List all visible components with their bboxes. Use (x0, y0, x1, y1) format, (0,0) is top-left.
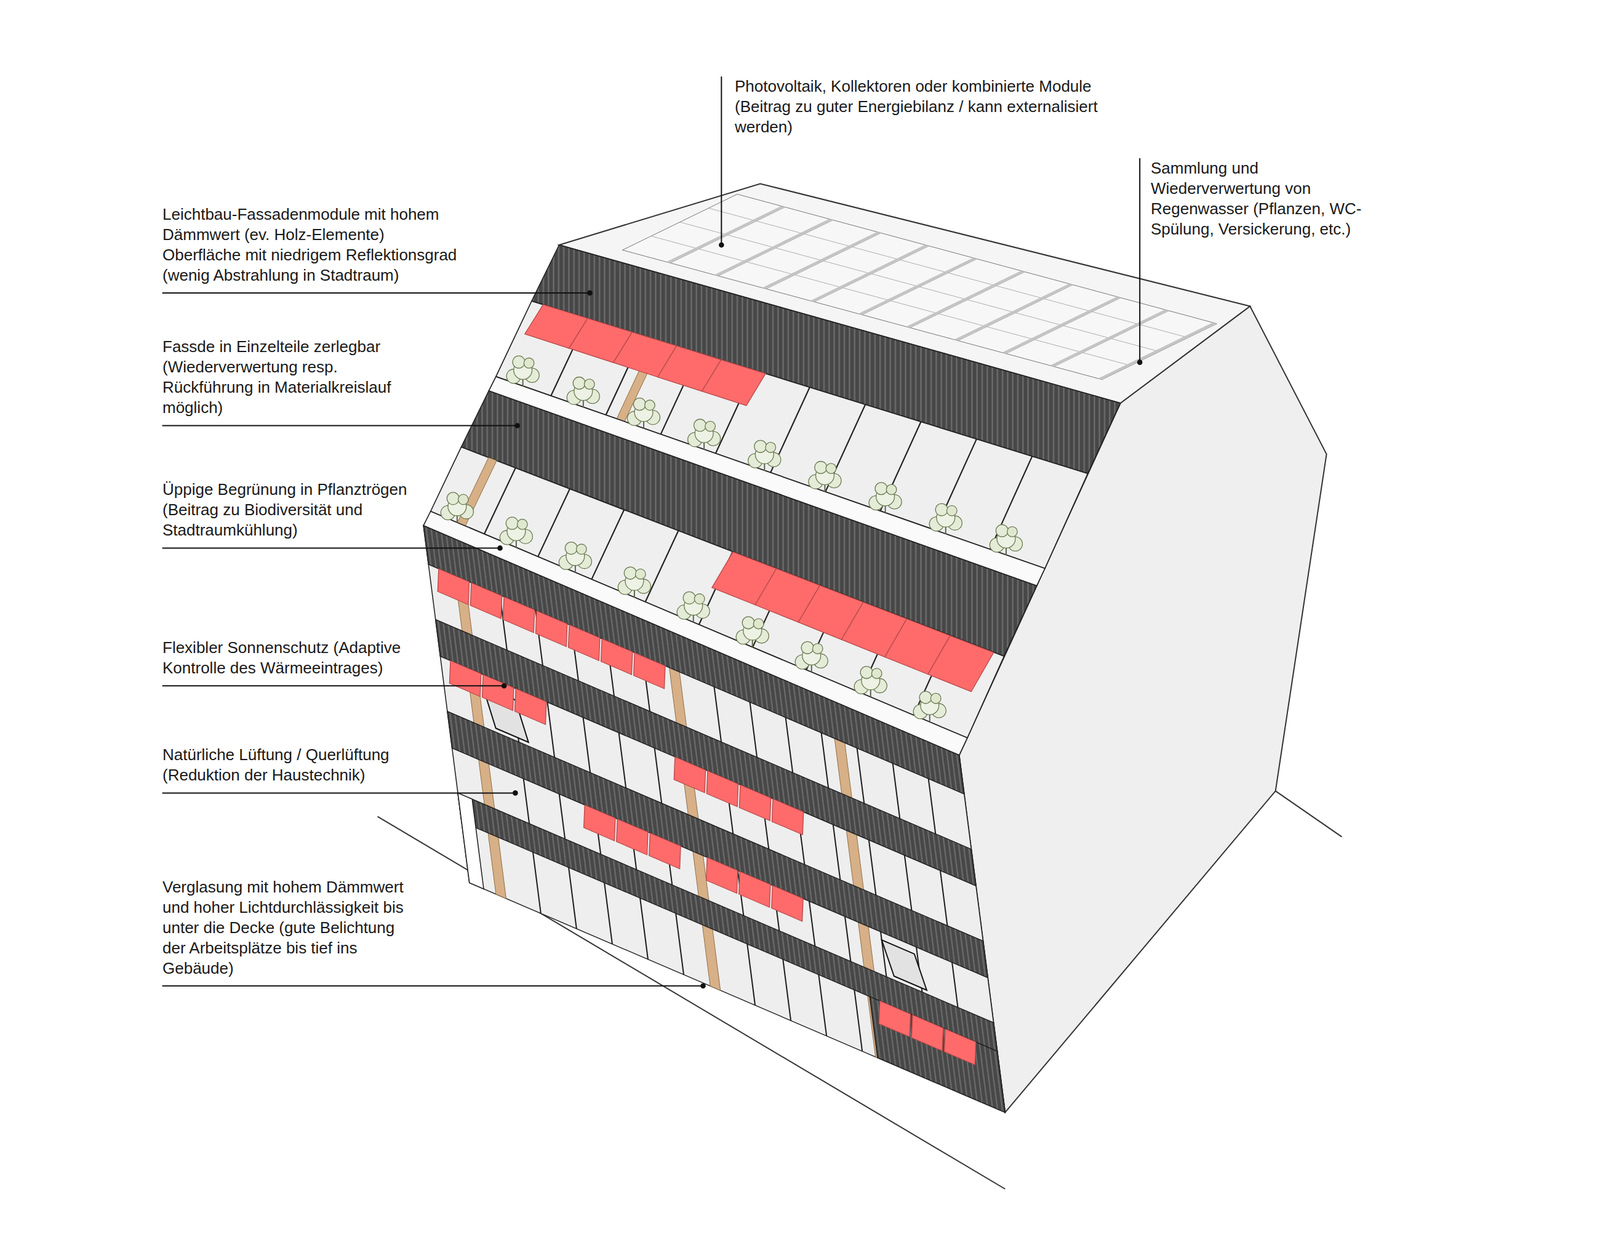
annotation-text: Verglasung mit hohem Dämmwert und hoher … (162, 876, 415, 979)
annotation-text: Üppige Begrünung in Pflanztrögen (Beitra… (162, 479, 415, 541)
annotation-text: Leichtbau-Fassadenmodule mit hohem Dämmw… (162, 204, 458, 286)
annotation-text: Flexibler Sonnenschutz (Adaptive Kontrol… (162, 637, 415, 679)
sun-shade (434, 566, 980, 1067)
planter-trees (440, 355, 1023, 722)
annotation-text: Photovoltaik, Kollektoren oder kombinier… (734, 76, 1141, 138)
facade (423, 525, 1005, 1112)
annotation-text: Fassde in Einzelteile zerlegbar (Wiederv… (162, 336, 409, 418)
annotation-text: Sammlung und Wiederverwertung von Regenw… (1150, 158, 1379, 240)
annotation-text: Natürliche Lüftung / Querlüftung (Redukt… (162, 744, 415, 786)
leader-dot (497, 242, 1143, 989)
leader-line (162, 76, 1141, 986)
